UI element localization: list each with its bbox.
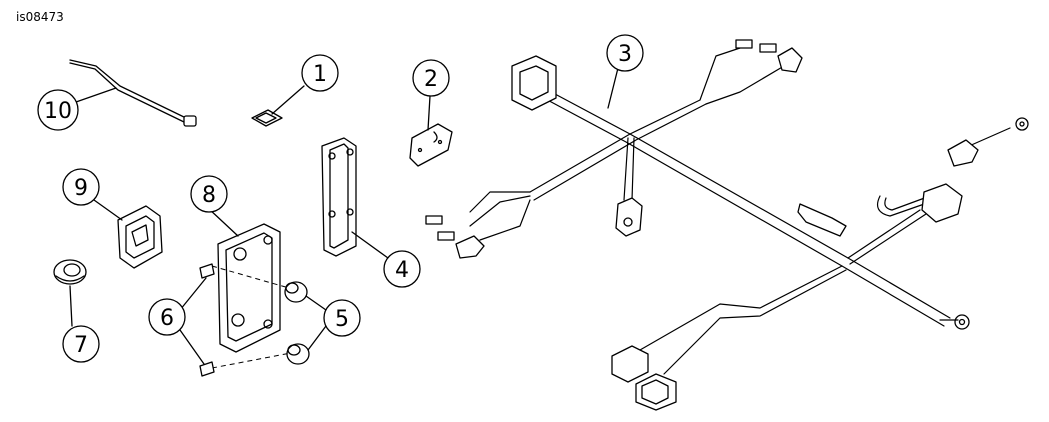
- callout-4: 4: [383, 250, 421, 288]
- callout-6: 6: [148, 298, 186, 336]
- part-9-grommet: [117, 205, 163, 269]
- callout-1-label: 1: [313, 62, 327, 87]
- leader-lines: [69, 67, 619, 365]
- callout-6-label: 6: [160, 306, 174, 331]
- callout-7: 7: [62, 325, 100, 363]
- part-4-bracket: [321, 137, 357, 257]
- part-6-screws: [199, 263, 215, 377]
- part-10-cable-tie: [69, 59, 197, 127]
- callout-5-label: 5: [335, 307, 349, 332]
- figure-id-label: is08473: [16, 10, 64, 24]
- callout-8-label: 8: [202, 183, 216, 208]
- callout-2: 2: [412, 59, 450, 97]
- part-7-grommet: [53, 259, 87, 285]
- callout-10-label: 10: [44, 99, 72, 124]
- part-2-plate: [409, 123, 453, 167]
- callout-9-label: 9: [74, 176, 88, 201]
- callout-3-label: 3: [618, 42, 632, 67]
- part-8-mounting-plate: [211, 223, 297, 369]
- callout-5: 5: [323, 299, 361, 337]
- part-3-wiring-harness: [425, 39, 1029, 411]
- callout-4-label: 4: [395, 258, 409, 283]
- callout-2-label: 2: [424, 67, 438, 92]
- callout-1: 1: [301, 54, 339, 92]
- callout-10: 10: [37, 89, 79, 131]
- part-1-clip: [251, 109, 283, 127]
- callout-8: 8: [190, 175, 228, 213]
- callout-9: 9: [62, 168, 100, 206]
- callout-7-label: 7: [74, 333, 88, 358]
- callout-3: 3: [606, 34, 644, 72]
- part-5-nuts: [284, 281, 310, 365]
